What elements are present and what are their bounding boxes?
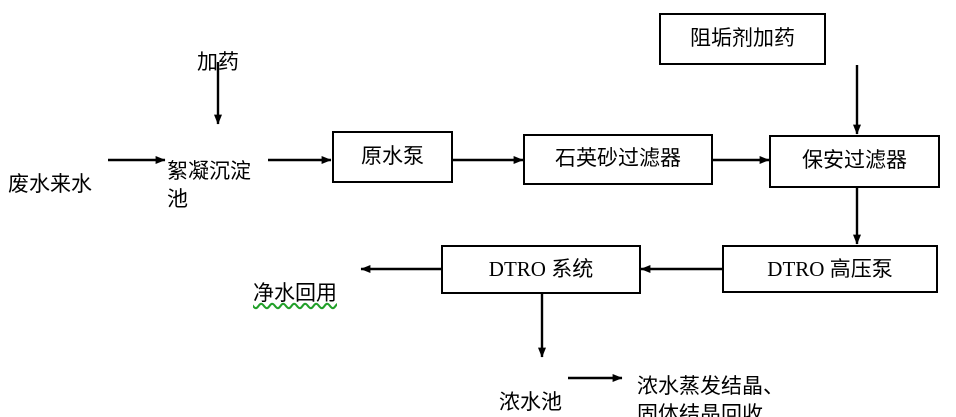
node-dosing: 加药 bbox=[178, 22, 258, 77]
node-raw-pump[interactable]: 原水泵 bbox=[332, 131, 453, 183]
node-sand-filter[interactable]: 石英砂过滤器 bbox=[523, 134, 713, 185]
node-antiscalant-label: 阻垢剂加药 bbox=[690, 26, 795, 50]
node-coag-sed: 絮凝沉淀 池 bbox=[167, 131, 273, 213]
node-brine-pond-label: 浓水池 bbox=[499, 391, 562, 415]
node-influent: 废水来水 bbox=[8, 144, 108, 199]
node-cartridge-filter[interactable]: 保安过滤器 bbox=[769, 135, 940, 188]
node-clean-reuse: 净水回用 bbox=[253, 253, 363, 308]
node-hp-pump-label: DTRO 高压泵 bbox=[767, 256, 893, 281]
node-dtro-system[interactable]: DTRO 系统 bbox=[441, 245, 641, 294]
node-crystallization-label: 浓水蒸发结晶、 固体结晶回收 bbox=[637, 375, 784, 417]
node-hp-pump[interactable]: DTRO 高压泵 bbox=[722, 245, 938, 293]
node-crystallization: 浓水蒸发结晶、 固体结晶回收 bbox=[637, 346, 937, 417]
node-brine-pond: 浓水池 bbox=[499, 362, 579, 417]
node-raw-pump-label: 原水泵 bbox=[361, 144, 424, 168]
node-cartridge-filter-label: 保安过滤器 bbox=[802, 149, 907, 173]
node-sand-filter-label: 石英砂过滤器 bbox=[555, 147, 681, 171]
node-coag-sed-label: 絮凝沉淀 池 bbox=[167, 160, 251, 211]
node-clean-reuse-label: 净水回用 bbox=[253, 282, 337, 306]
node-antiscalant[interactable]: 阻垢剂加药 bbox=[659, 13, 826, 65]
node-dtro-system-label: DTRO 系统 bbox=[488, 257, 594, 282]
node-influent-label: 废水来水 bbox=[8, 173, 92, 197]
node-dosing-label: 加药 bbox=[197, 51, 239, 75]
